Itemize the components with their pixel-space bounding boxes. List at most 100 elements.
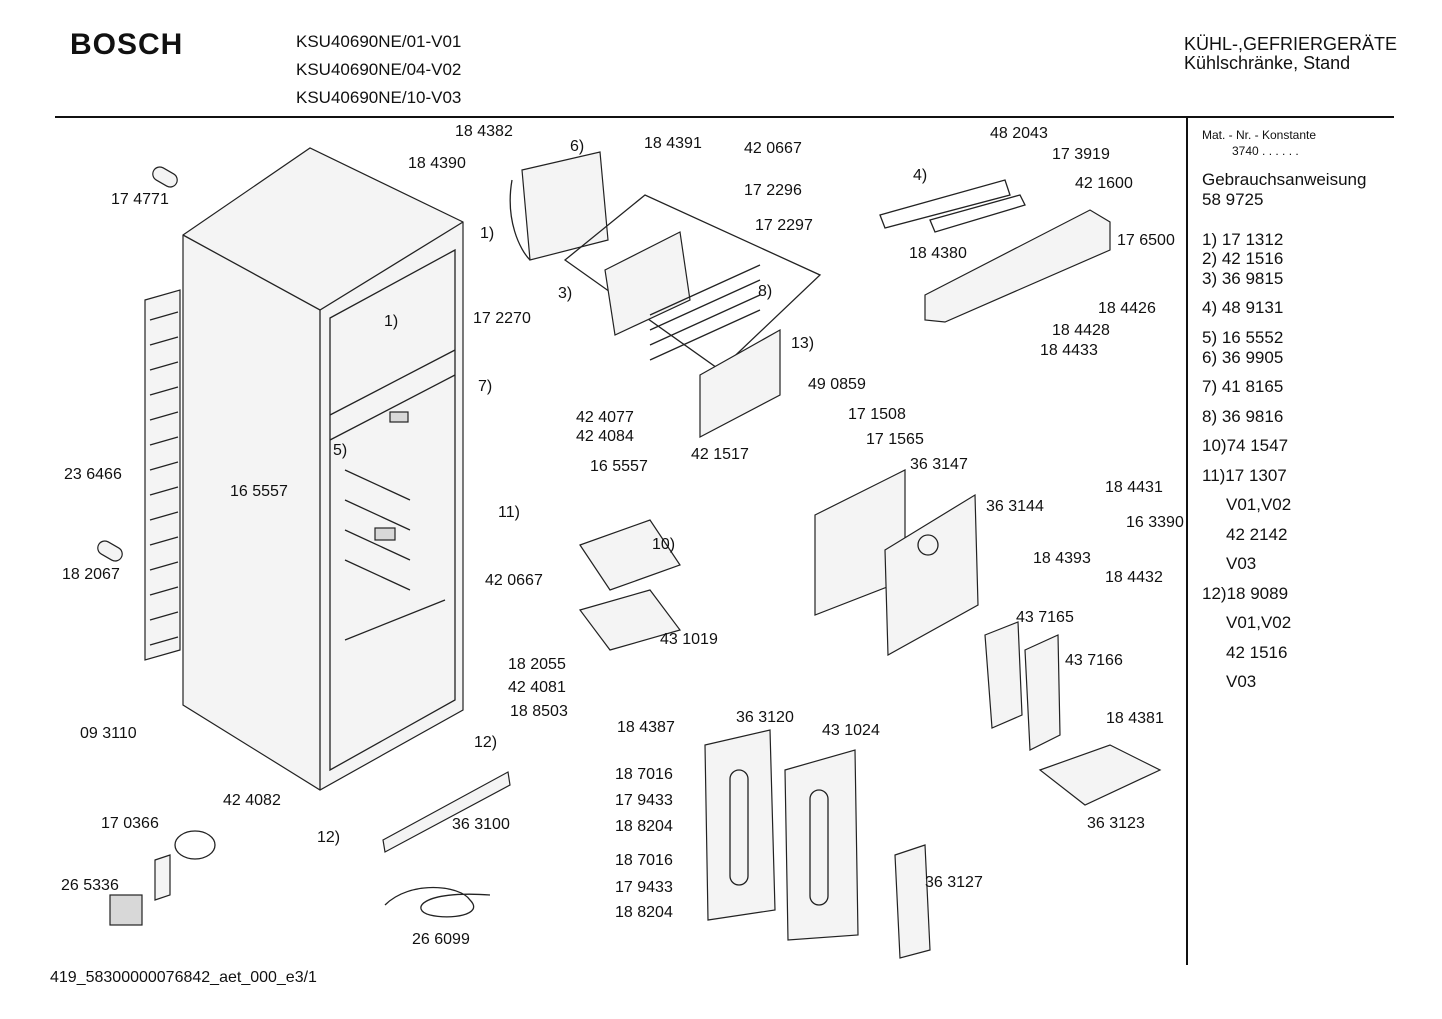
part-label: 18 2055: [508, 656, 566, 673]
part-label: 18 4428: [1052, 322, 1110, 339]
side-panel-divider: [1186, 118, 1188, 965]
side-entry: 42 1516: [1226, 643, 1288, 662]
roller-parts: [97, 166, 178, 562]
model-number-2: KSU40690NE/04-V02: [296, 60, 462, 79]
part-label: 18 8503: [510, 703, 568, 720]
part-label: 49 0859: [808, 376, 866, 393]
mat-number-label: Mat. - Nr. - Konstante: [1202, 128, 1317, 142]
control-panel: [879, 179, 1111, 323]
part-label: 17 0366: [101, 815, 159, 832]
part-label: 12): [317, 829, 341, 846]
fridge-cabinet: [182, 147, 464, 791]
side-entry: 5) 16 5552: [1202, 328, 1284, 347]
part-label: 17 1508: [848, 406, 906, 423]
exploded-parts-diagram: [97, 147, 1162, 959]
part-label: 48 2043: [990, 125, 1048, 142]
manual-label: Gebrauchsanweisung: [1202, 170, 1367, 189]
side-entry: 11)17 1307: [1202, 466, 1287, 485]
back-plate: [699, 328, 781, 438]
header-divider: [55, 116, 1394, 118]
part-label: 36 3120: [736, 709, 794, 726]
part-label: 43 7165: [1016, 609, 1074, 626]
side-entry: V03: [1226, 554, 1257, 573]
brand-logo: BOSCH: [70, 28, 184, 61]
part-label: 18 8204: [615, 818, 673, 835]
part-label: 26 5336: [61, 877, 119, 894]
part-label: 18 4387: [617, 719, 675, 736]
door-bins: [984, 621, 1061, 751]
part-label: 42 4084: [576, 428, 634, 445]
document-code: 419_58300000076842_aet_000_e3/1: [50, 969, 317, 986]
part-label: 18 2067: [62, 566, 120, 583]
part-label: 36 3127: [925, 874, 983, 891]
part-label: 17 1565: [866, 431, 924, 448]
part-label: 5): [333, 442, 348, 459]
side-entry: 42 2142: [1226, 525, 1288, 544]
part-label: 42 4077: [576, 409, 634, 426]
part-label: 4): [913, 167, 928, 184]
part-label: 23 6466: [64, 466, 122, 483]
part-label: 12): [474, 734, 498, 751]
part-label: 43 1024: [822, 722, 880, 739]
part-label: 13): [791, 335, 815, 352]
part-label: 17 9433: [615, 879, 673, 896]
part-label: 18 4380: [909, 245, 967, 262]
part-label: 17 9433: [615, 792, 673, 809]
category-subtitle: Kühlschränke, Stand: [1184, 53, 1351, 73]
part-label: 18 4391: [644, 135, 702, 152]
model-number-1: KSU40690NE/01-V01: [296, 32, 462, 51]
part-label: 18 4381: [1106, 710, 1164, 727]
part-label: 42 4082: [223, 792, 281, 809]
part-label: 42 0667: [744, 140, 802, 157]
fan-motor: [109, 830, 216, 926]
part-label: 17 4771: [111, 191, 169, 208]
part-label: 18 4382: [455, 123, 513, 140]
part-label: 36 3100: [452, 816, 510, 833]
part-label: 43 1019: [660, 631, 718, 648]
part-label: 8): [758, 283, 773, 300]
part-label: 36 3123: [1087, 815, 1145, 832]
shelf-parts: [578, 519, 682, 651]
side-entry: V01,V02: [1226, 613, 1292, 632]
part-label: 18 8204: [615, 904, 673, 921]
part-label: 17 2270: [473, 310, 531, 327]
door-liners: [704, 729, 931, 959]
part-label: 18 4393: [1033, 550, 1091, 567]
evaporator-assembly: [509, 151, 822, 371]
part-label: 18 7016: [615, 766, 673, 783]
part-label: 36 3144: [986, 498, 1044, 515]
part-label: 3): [558, 285, 573, 302]
side-entry: 1) 17 1312: [1202, 230, 1284, 249]
side-entry: V01,V02: [1226, 495, 1292, 514]
part-label: 17 2296: [744, 182, 802, 199]
side-entry: 6) 36 9905: [1202, 348, 1284, 367]
part-label: 17 6500: [1117, 232, 1175, 249]
side-entry: 3) 36 9815: [1202, 269, 1284, 288]
part-label: 16 3390: [1126, 514, 1184, 531]
side-entry: 4) 48 9131: [1202, 298, 1284, 317]
part-label: 17 2297: [755, 217, 813, 234]
part-label: 18 4431: [1105, 479, 1163, 496]
part-label: 6): [570, 138, 585, 155]
side-entry: 12)18 9089: [1202, 584, 1289, 603]
trim-bar: [382, 771, 511, 853]
part-label: 18 7016: [615, 852, 673, 869]
part-label: 42 1600: [1075, 175, 1133, 192]
part-label: 10): [652, 536, 676, 553]
part-label: 18 4390: [408, 155, 466, 172]
part-label: 11): [498, 504, 520, 521]
part-label: 26 6099: [412, 931, 470, 948]
side-entry: 2) 42 1516: [1202, 249, 1284, 268]
part-label: 16 5557: [230, 483, 288, 500]
part-label: 17 3919: [1052, 146, 1110, 163]
part-label: 42 4081: [508, 679, 566, 696]
part-label: 18 4426: [1098, 300, 1156, 317]
bottom-plate: [1038, 744, 1162, 806]
side-entry: V03: [1226, 672, 1257, 691]
manual-number: 58 9725: [1202, 190, 1264, 209]
part-label: 18 4432: [1105, 569, 1163, 586]
side-entry: 8) 36 9816: [1202, 407, 1284, 426]
part-label: 7): [478, 378, 493, 395]
condenser-coil: [144, 289, 181, 661]
side-entry: 10)74 1547: [1202, 436, 1289, 455]
